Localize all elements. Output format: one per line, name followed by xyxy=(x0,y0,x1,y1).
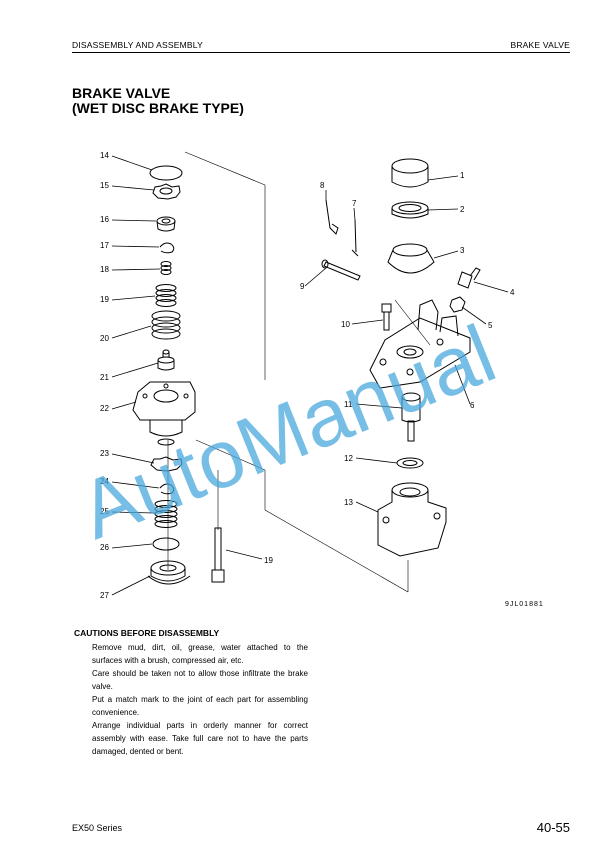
callout-13: 13 xyxy=(344,498,353,507)
part-6-bracket xyxy=(369,299,471,389)
callout-23: 23 xyxy=(100,449,109,458)
part-9-clevis-pin xyxy=(321,259,361,281)
part-27-cover xyxy=(147,560,191,585)
title-line-1: BRAKE VALVE xyxy=(72,85,171,101)
callout-20: 20 xyxy=(100,334,109,343)
callout-22: 22 xyxy=(100,404,109,413)
part-22-valve-body xyxy=(132,381,196,446)
part-12-seal xyxy=(396,457,424,469)
callout-18: 18 xyxy=(100,265,109,274)
part-7-pin xyxy=(351,219,359,257)
part-10-bolt xyxy=(381,303,392,331)
part-4-fitting xyxy=(457,267,481,289)
footer-series: EX50 Series xyxy=(72,823,123,833)
part-1-cap xyxy=(391,158,429,188)
part-16-seat xyxy=(156,216,176,232)
page-number: 40-55 xyxy=(536,820,570,835)
part-14-o-ring xyxy=(149,165,183,181)
title-line-2: (WET DISC BRAKE TYPE) xyxy=(72,100,244,116)
part-19-spring xyxy=(155,284,177,307)
caution-item-3: Put a match mark to the joint of each pa… xyxy=(92,695,308,718)
callout-4: 4 xyxy=(510,288,515,297)
callout-1: 1 xyxy=(460,171,465,180)
page-title: BRAKE VALVE (WET DISC BRAKE TYPE) xyxy=(72,86,244,116)
part-25-spring xyxy=(154,500,178,528)
callout-6: 6 xyxy=(470,401,475,410)
callout-14: 14 xyxy=(100,151,109,160)
caution-item-2: Care should be taken not to allow those … xyxy=(92,669,308,692)
callout-27: 27 xyxy=(100,591,109,600)
part-15-retainer xyxy=(152,183,181,200)
callout-17: 17 xyxy=(100,241,109,250)
callout-15: 15 xyxy=(100,181,109,190)
callout-25: 25 xyxy=(100,507,109,516)
part-3-boot xyxy=(387,243,435,274)
callout-8: 8 xyxy=(320,181,325,190)
callout-19-bolt: 19 xyxy=(264,556,273,565)
drawing-code: 9JL01881 xyxy=(505,601,544,608)
cautions-heading: CAUTIONS BEFORE DISASSEMBLY xyxy=(74,628,220,638)
part-26-o-ring xyxy=(152,537,180,551)
callout-26: 26 xyxy=(100,543,109,552)
callout-labels: 14 15 16 17 18 19 20 21 22 23 24 25 26 2… xyxy=(100,151,515,600)
callout-24: 24 xyxy=(100,477,109,486)
header-section: DISASSEMBLY AND ASSEMBLY xyxy=(72,40,203,50)
part-13-cylinder xyxy=(377,482,447,557)
part-20-spring xyxy=(151,310,181,340)
part-18-small-spring xyxy=(160,261,172,275)
part-8-cotter-pin xyxy=(325,199,339,235)
callout-2: 2 xyxy=(460,205,465,214)
part-5-nut xyxy=(449,296,466,313)
callout-16: 16 xyxy=(100,215,109,224)
callout-3: 3 xyxy=(460,246,465,255)
part-11-plunger xyxy=(401,392,421,442)
header-topic: BRAKE VALVE xyxy=(510,40,570,50)
callout-5: 5 xyxy=(488,321,493,330)
header-rule xyxy=(72,52,570,53)
exploded-view-diagram: 14 15 16 17 18 19 20 21 22 23 24 25 26 2… xyxy=(100,151,515,600)
callout-7: 7 xyxy=(352,199,357,208)
callout-19: 19 xyxy=(100,295,109,304)
part-21-retainer xyxy=(157,349,175,371)
callout-11: 11 xyxy=(344,400,353,409)
part-24-snap-ring xyxy=(159,483,175,495)
part-19-bolt xyxy=(211,527,225,583)
callout-9: 9 xyxy=(300,282,305,291)
part-17-snap-ring xyxy=(159,242,175,254)
caution-item-4: Arrange individual parts in orderly mann… xyxy=(92,721,308,757)
part-23-retainer xyxy=(150,456,183,472)
caution-item-1: Remove mud, dirt, oil, grease, water att… xyxy=(92,643,308,666)
callout-10: 10 xyxy=(341,320,350,329)
callout-21: 21 xyxy=(100,373,109,382)
leader-lines xyxy=(111,155,509,596)
part-2-seal xyxy=(391,201,429,219)
callout-12: 12 xyxy=(344,454,353,463)
assembly-guide-lines xyxy=(167,151,431,593)
